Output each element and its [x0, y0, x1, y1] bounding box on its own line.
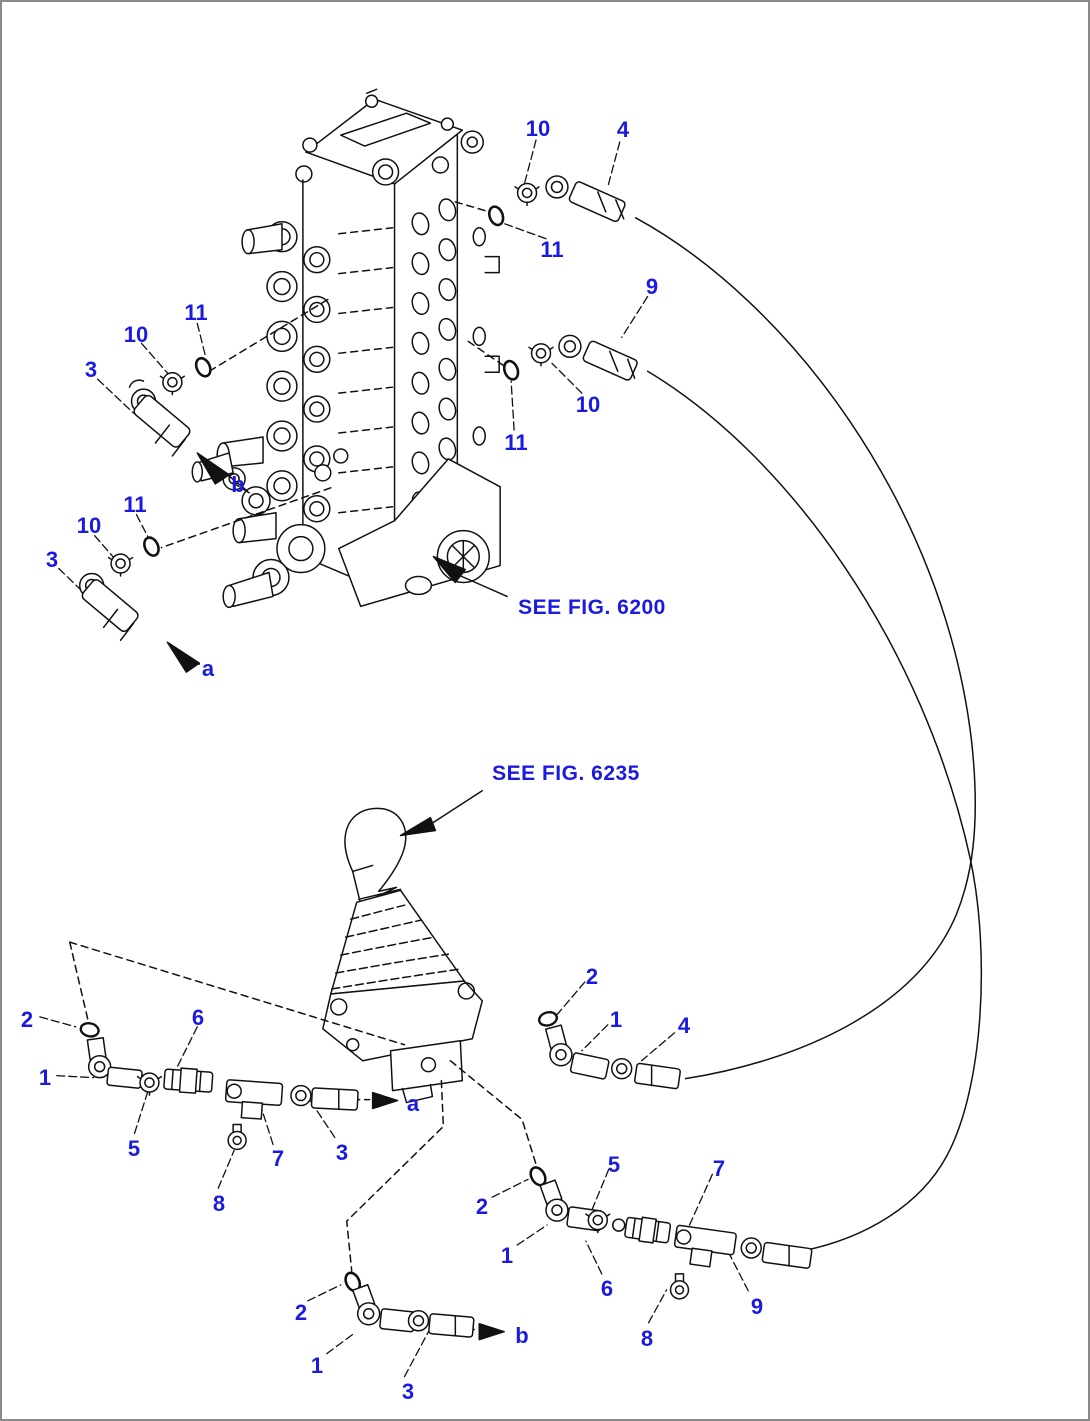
part-callout-3-20: 3 [335, 1140, 349, 1165]
part-callout-b-35: b [515, 1323, 529, 1348]
part-callout-7-18: 7 [271, 1146, 285, 1171]
part-callout-a-13: a [201, 656, 215, 681]
direction-arrows [166, 452, 508, 1341]
arrow-view-a-upper [166, 641, 201, 673]
see-fig-6235-reference[interactable]: SEE FIG. 6235 [492, 762, 640, 785]
hose-to-port-9 [646, 370, 983, 1252]
ppc-valve-joystick-illustration [322, 807, 483, 1104]
arrow-view-a-lower [371, 1091, 399, 1110]
part-callout-10-0: 10 [525, 116, 551, 141]
fitting-cluster-view-a-upper [78, 533, 163, 642]
part-callout-9-3: 9 [645, 274, 659, 299]
part-callout-9-31: 9 [750, 1294, 764, 1319]
part-callout-3-8: 3 [84, 357, 98, 382]
fitting-assembly-port9-end [526, 1163, 813, 1300]
part-callout-2-25: 2 [475, 1194, 489, 1219]
part-callout-4-1: 4 [616, 117, 630, 142]
part-callout-5-26: 5 [607, 1152, 621, 1177]
main-control-valve-illustration [191, 88, 501, 609]
part-callout-1-15: 1 [38, 1065, 52, 1090]
fitting-assembly-port4-end [537, 1010, 681, 1090]
part-callout-11-6: 11 [184, 300, 208, 325]
part-callout-2-32: 2 [294, 1300, 308, 1325]
part-callout-6-16: 6 [191, 1005, 205, 1030]
part-callout-10-11: 10 [76, 513, 102, 538]
part-callout-11-5: 11 [504, 430, 528, 455]
part-callout-7-27: 7 [712, 1156, 726, 1181]
arrow-view-b-lower [478, 1322, 505, 1341]
part-callout-1-33: 1 [310, 1353, 324, 1378]
part-callout-8-30: 8 [640, 1326, 654, 1351]
part-callout-2-22: 2 [585, 964, 599, 989]
part-callout-3-12: 3 [45, 547, 59, 572]
callout-leader-lines [39, 139, 749, 1378]
part-callout-4-24: 4 [677, 1013, 691, 1038]
part-callout-10-4: 10 [575, 392, 601, 417]
part-callout-5-17: 5 [127, 1136, 141, 1161]
fitting-cluster-port4 [485, 175, 626, 229]
part-callout-8-19: 8 [212, 1191, 226, 1216]
part-callout-a-21: a [406, 1091, 420, 1116]
arrow-see-fig-6235 [399, 816, 437, 837]
part-callout-2-14: 2 [20, 1007, 34, 1032]
part-callout-6-29: 6 [600, 1276, 614, 1301]
see-fig-6200-reference[interactable]: SEE FIG. 6200 [518, 596, 666, 619]
part-callout-11-2: 11 [540, 237, 564, 262]
part-callout-3-34: 3 [401, 1379, 415, 1404]
part-callout-10-7: 10 [123, 322, 149, 347]
arrow-view-b-upper [196, 452, 230, 485]
fitting-assembly-a [79, 1022, 359, 1151]
part-callout-1-28: 1 [500, 1243, 514, 1268]
fitting-assembly-b [341, 1269, 475, 1338]
part-callout-11-10: 11 [123, 492, 147, 517]
part-callout-1-23: 1 [609, 1007, 623, 1032]
hose-to-port-4 [634, 217, 977, 1080]
hose-lines [634, 217, 983, 1252]
part-callout-b-9: b [231, 472, 245, 497]
fitting-cluster-port9 [500, 334, 638, 383]
fitting-cluster-view-b-upper [128, 354, 215, 457]
